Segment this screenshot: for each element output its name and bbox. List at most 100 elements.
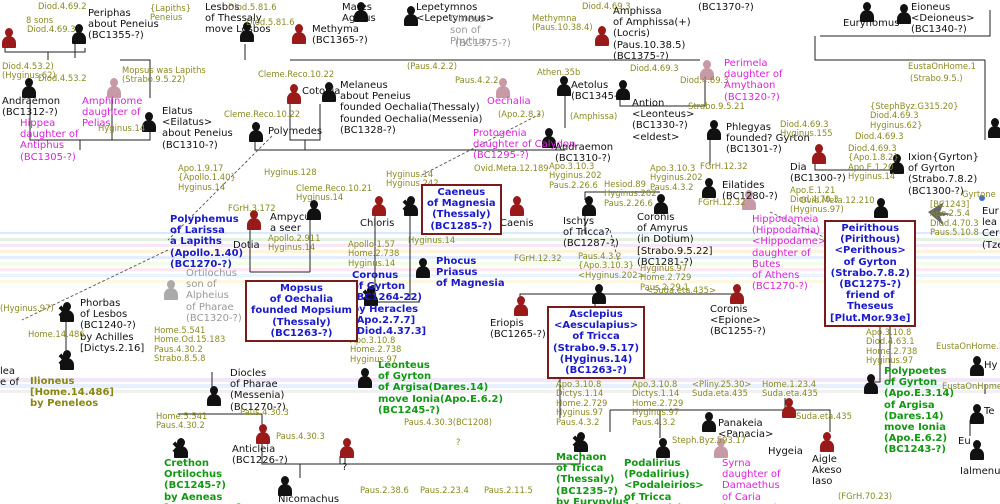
person-label[interactable]: Eioneus <Deioneus> (BC1340-?) [911, 2, 975, 36]
highlighted-person-box[interactable]: Peirithous (Pirithous) <Perithous> of Gy… [824, 220, 917, 327]
person-label[interactable]: Oechalia [487, 96, 531, 107]
person-label[interactable]: Podalirius (Podalirius) <Podaleirios> of… [624, 458, 704, 504]
person-icon[interactable] [245, 210, 263, 230]
person-label[interactable]: Hippea daughter of Antiphus (BC1305-?) [20, 118, 79, 163]
person-label[interactable]: Hygeia [768, 446, 803, 457]
person-label[interactable]: Nicomachus [278, 494, 340, 504]
person-label[interactable]: lea e of [0, 366, 19, 389]
person-icon[interactable] [614, 80, 632, 100]
person-icon[interactable] [858, 2, 876, 22]
person-icon[interactable] [494, 78, 512, 98]
person-label[interactable]: Protogenia daughter of Calydon (BC1295-?… [473, 128, 576, 162]
person-icon[interactable] [508, 196, 526, 216]
person-label[interactable]: Dotia [233, 240, 260, 251]
deceased-person-icon[interactable]: ✖ [361, 286, 378, 307]
person-icon[interactable] [698, 60, 716, 80]
person-label[interactable]: (BC1370-?) [698, 2, 754, 13]
person-icon[interactable] [872, 198, 890, 218]
person-icon[interactable] [105, 78, 123, 98]
highlighted-person-box[interactable]: Caeneus of Magnesia (Thessaly) (BC1285-?… [421, 184, 502, 235]
person-label[interactable]: (BC1375-?) [455, 38, 511, 49]
person-label[interactable]: Phorbas of Lesbos (BC1240-?) by Achilles… [80, 298, 145, 354]
highlighted-person-box[interactable]: Mopsus of Oechalia founded Mopsium (Thes… [245, 280, 358, 342]
person-label[interactable]: Panakeia <Panacia> [718, 418, 774, 441]
person-icon[interactable] [895, 4, 913, 24]
person-label[interactable]: Aigle Akeso Iaso [812, 454, 842, 488]
person-label[interactable]: Caenis [500, 218, 534, 229]
person-icon[interactable] [162, 280, 180, 300]
person-label[interactable]: Eilatides (BC1280-?) [722, 180, 778, 203]
person-icon[interactable] [320, 82, 338, 102]
person-label[interactable]: Crethon Ortilochus (BC1245-?) by Aeneas … [164, 458, 241, 504]
person-label[interactable]: Ortilochus son of Alpheius of Pharae (BC… [186, 268, 242, 324]
person-label[interactable]: Eu [958, 436, 971, 447]
person-label[interactable]: Chloris [360, 218, 395, 229]
person-label[interactable]: Amphinome daughter of Pelias [82, 96, 143, 130]
person-icon[interactable] [247, 122, 265, 142]
deceased-person-icon[interactable]: ✖ [57, 302, 74, 323]
person-icon[interactable] [986, 118, 1000, 138]
person-label[interactable]: Lepetymnos <Lepetymnus> [416, 2, 495, 25]
person-icon[interactable] [590, 284, 608, 304]
person-icon[interactable] [818, 432, 836, 452]
person-label[interactable]: Ilioneus [Home.14.486] by Peneleos [30, 376, 114, 410]
person-label[interactable]: Ixion{Gyrton} of Gyrton (Strabo.7.8.2) (… [908, 152, 979, 197]
person-label[interactable]: Polypoetes of Gyrton (Apo.E.3.14) of Arg… [884, 366, 955, 456]
person-icon[interactable] [356, 368, 374, 388]
person-label[interactable]: Methyma (BC1365-?) [312, 24, 368, 47]
person-label[interactable]: Polyphemus of Larissa a Lapiths (Apollo.… [170, 214, 244, 270]
person-label[interactable]: Diocles of Pharae (Messenia) (BC1270-?) [230, 368, 286, 413]
person-icon[interactable] [728, 284, 746, 304]
person-label[interactable]: Coronis <Epione> (BC1255-?) [710, 304, 766, 338]
person-icon[interactable] [968, 404, 986, 424]
person-icon[interactable] [352, 2, 370, 22]
person-icon[interactable] [276, 476, 294, 496]
person-icon[interactable] [254, 424, 272, 444]
person-icon[interactable] [712, 438, 730, 458]
highlighted-person-box[interactable]: Asclepius <Aesculapius> of Tricca (Strab… [547, 306, 646, 380]
person-label[interactable]: Periphas about Peneius (BC1355-?) [88, 8, 159, 42]
person-icon[interactable] [238, 22, 256, 42]
person-icon[interactable] [555, 76, 573, 96]
person-icon[interactable] [305, 200, 323, 220]
person-label[interactable]: Oineus son of Phytius [450, 14, 487, 48]
person-label[interactable]: Amphissa of Amphissa(+) (Locris) (Paus.1… [613, 6, 691, 62]
person-label[interactable]: Polymedes [268, 126, 323, 137]
person-icon[interactable] [370, 196, 388, 216]
person-label[interactable]: Ischys of Tricca? (BC1287-?) [563, 216, 619, 250]
person-label[interactable]: Syrna daughter of Damaethus of Caria (BC… [722, 458, 781, 504]
person-icon[interactable] [888, 154, 906, 174]
person-icon[interactable] [512, 296, 530, 316]
person-label[interactable]: Eur lea Cer (Tze [982, 206, 1000, 251]
person-icon[interactable] [593, 26, 611, 46]
person-icon[interactable] [140, 112, 158, 132]
person-icon[interactable] [402, 6, 420, 26]
person-label[interactable]: Elatus <Eilatus> about Peneius (BC1310-?… [162, 106, 233, 151]
person-icon[interactable] [20, 78, 38, 98]
person-label[interactable]: Lesbos of Thessaly move Lesbos [205, 2, 271, 36]
person-label[interactable]: Ampycus a seer [270, 212, 316, 235]
person-icon[interactable] [652, 194, 670, 214]
person-label[interactable]: Leonteus of Gyrton of Argisa(Dares.14) m… [378, 360, 504, 416]
person-icon[interactable] [705, 120, 723, 140]
person-label[interactable]: Ialmenus [960, 466, 1000, 477]
person-icon[interactable] [414, 258, 432, 278]
person-icon[interactable] [780, 398, 798, 418]
person-icon[interactable] [70, 24, 88, 44]
person-label[interactable]: Perimela daughter of Amythaon (BC1320-?) [724, 58, 783, 103]
person-icon[interactable] [290, 24, 308, 44]
person-label[interactable]: Eurynomus [843, 18, 900, 29]
person-label[interactable]: Melaneus about Peneius founded Oechalia(… [340, 80, 483, 136]
deceased-person-icon[interactable]: ✖ [57, 350, 74, 371]
person-label[interactable]: Phocus Priasus of Magnesia [436, 256, 505, 290]
person-icon[interactable] [540, 128, 558, 148]
person-icon[interactable] [205, 386, 223, 406]
person-label[interactable]: Eriopis (BC1265-?) [490, 318, 546, 341]
person-label[interactable]: Andraemon (BC1310-?) [555, 142, 614, 165]
person-label[interactable]: ? [342, 462, 348, 473]
person-label[interactable]: Antion <Leonteus> (BC1330-?) <eldest> [632, 98, 695, 143]
person-label[interactable]: Hippodameia (Hippodamia) <Hippodame> dau… [752, 214, 827, 293]
person-label[interactable]: Mares Agelus [342, 2, 376, 25]
person-label[interactable]: Te [984, 406, 995, 417]
person-label[interactable]: Coronus of Gyrton (BC1264-22) by Heracle… [352, 270, 427, 337]
